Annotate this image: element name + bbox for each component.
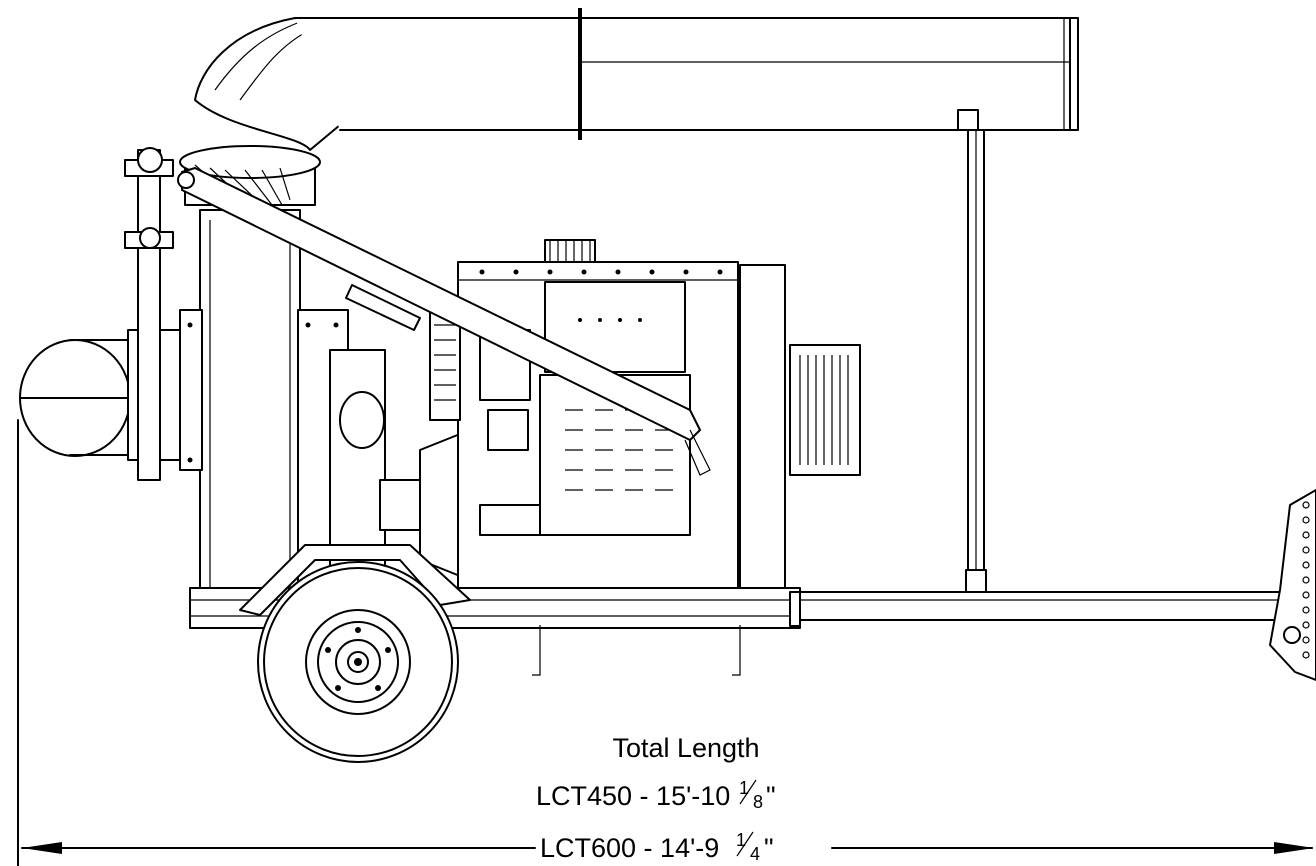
lct600-fraction-numerator: 1 (736, 830, 746, 850)
lct600-fraction-denominator: 4 (750, 844, 760, 864)
total-length-heading: Total Length (612, 733, 759, 763)
total-length-dimension-line (17, 419, 1314, 866)
lct600-inch-mark: " (764, 833, 774, 863)
discharge-tube (179, 8, 1079, 206)
lct450-inch-mark: " (766, 781, 776, 811)
fan-housing (179, 209, 301, 601)
lct600-length-text: LCT600 - 14'-9 (540, 833, 719, 863)
lct600-fraction-bar (736, 831, 754, 857)
tongue-adjust-holes (1302, 501, 1310, 659)
top-rivet-row (479, 269, 723, 275)
engine-assembly (297, 239, 861, 601)
lct450-fraction-bar (739, 779, 757, 805)
lct450-length-text: LCT450 - 15'-10 (536, 781, 730, 811)
total-length-label: Total Length LCT450 - 15'-10 1 8 " LCT60… (536, 733, 776, 864)
lct450-fraction-numerator: 1 (739, 778, 749, 798)
radiator-grille (789, 344, 861, 476)
boom-support-post (957, 109, 987, 601)
intake-hose-mount (19, 147, 199, 481)
trailer-wheel (239, 544, 471, 763)
lct450-fraction-denominator: 8 (753, 792, 763, 812)
trailer-chassis (189, 489, 1316, 681)
boom-arm (177, 167, 711, 476)
